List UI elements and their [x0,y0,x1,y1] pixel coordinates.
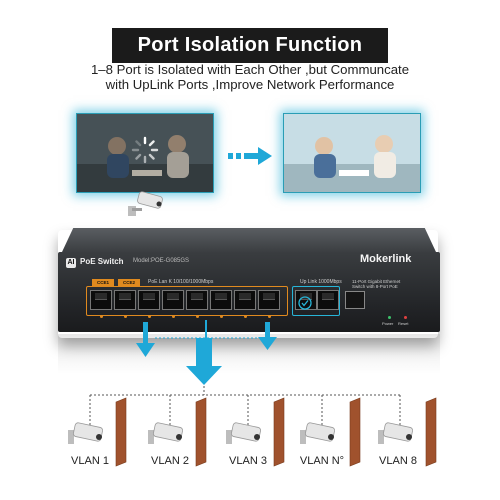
port-led-4 [172,315,175,318]
port-led-3 [148,315,151,318]
uplink-port-2[interactable] [317,290,339,310]
power-label: Power [382,321,394,326]
poe-ports-group [86,286,288,316]
brand-logo: Mokerlink [360,253,412,265]
port-led-8 [268,315,271,318]
vlan-label-1: VLAN 1 [71,455,109,467]
children-reading-illustration-dark [77,114,213,192]
vlan-label-3: VLAN 3 [229,455,267,467]
port-led-5 [196,315,199,318]
transfer-arrow-icon [228,147,272,165]
reset-label: Reset [398,321,409,326]
subtitle-line-1: 1–8 Port is Isolated with Each Other ,bu… [90,62,410,77]
switch-reflection [58,334,440,374]
sfp-port[interactable] [345,291,365,309]
poe-port-1[interactable] [90,290,112,310]
poe-port-5[interactable] [186,290,208,310]
vlan-label-n: VLAN N° [299,455,345,467]
model-number: Model:POE-G085GS [133,258,190,264]
isolated-camera-view-image [76,113,214,193]
poe-port-4[interactable] [162,290,184,310]
uplink-label: Up Link 1000Mbps [300,279,342,285]
poe-port-6[interactable] [210,290,232,310]
subtitle: 1–8 Port is Isolated with Each Other ,bu… [0,62,500,92]
uplink-ports-group [292,286,340,316]
title-wrap: Port Isolation Function [0,28,500,63]
checkmark-circle-icon [298,296,312,310]
uplink-camera-view-image [283,113,421,193]
ai-badge: AI [66,258,76,268]
poe-port-2[interactable] [114,290,136,310]
reset-led [404,316,407,319]
poe-port-3[interactable] [138,290,160,310]
security-camera-icon [128,191,163,216]
vlan-label-8: VLAN 8 [379,455,417,467]
port-tag-2: CCE2 [118,279,140,286]
vlan-label-2: VLAN 2 [151,455,189,467]
poe-port-8[interactable] [258,290,280,310]
poe-port-7[interactable] [234,290,256,310]
loading-spinner-icon [131,136,159,164]
network-topology-diagram [68,320,437,467]
port-led-6 [220,315,223,318]
switch-description: 11-Port Gigabit Ethernet Switch with 8-P… [352,279,401,289]
subtitle-line-2: with UpLink Ports ,Improve Network Perfo… [105,77,395,92]
poe-ports-label: PoE Lan K 10/100/1000Mbps [148,279,214,285]
port-led-7 [244,315,247,318]
port-led-2 [124,315,127,318]
page-title: Port Isolation Function [111,28,389,63]
product-name: PoE Switch [80,257,124,266]
port-led-1 [100,315,103,318]
children-reading-illustration-clear [284,114,420,192]
port-tag-1: CCE1 [92,279,114,286]
power-led [388,316,391,319]
switch-top-panel [62,228,436,252]
